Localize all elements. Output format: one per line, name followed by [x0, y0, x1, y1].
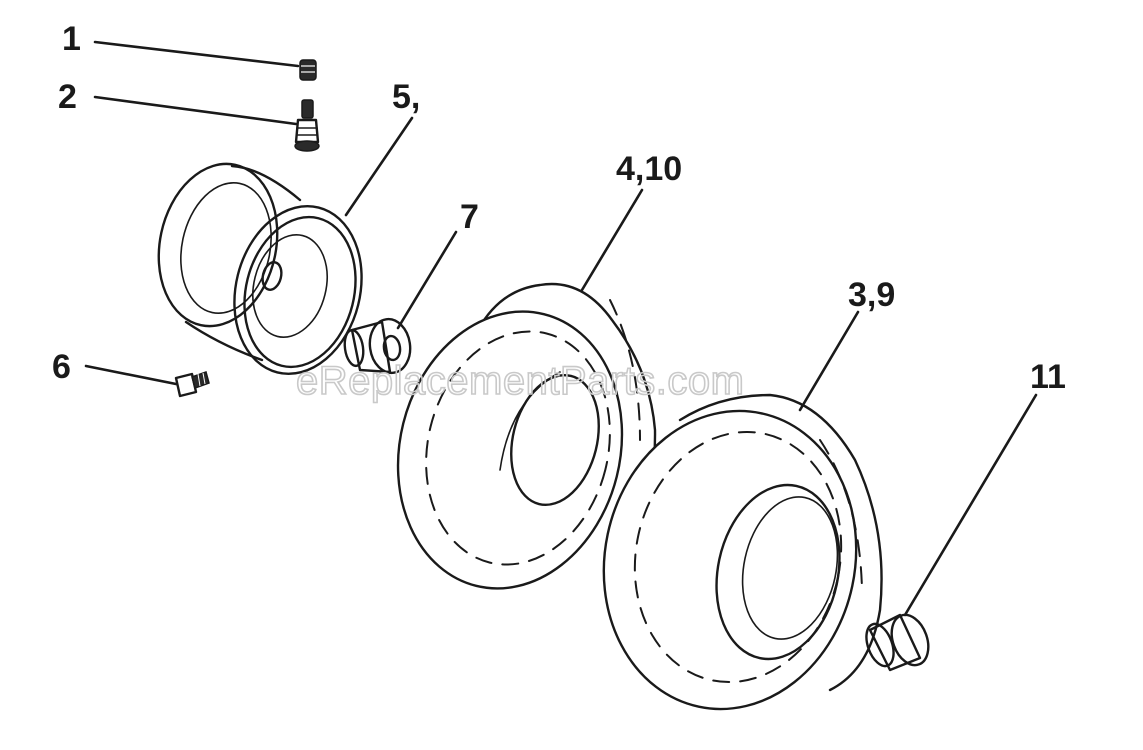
leader-line-4-10	[580, 188, 644, 292]
part-1-valve-cap	[299, 59, 317, 81]
part-4-10-tire	[396, 282, 657, 590]
leader-line-7	[396, 230, 458, 330]
leader-line-3-9	[798, 310, 860, 412]
leader-line-11	[903, 393, 1038, 617]
leader-line-1	[93, 40, 300, 68]
callout-4-10: 4,10	[616, 150, 682, 188]
watermark-text: eReplacementParts.com	[296, 359, 744, 403]
part-3-9-tire	[602, 393, 883, 711]
part-11-center-cap	[865, 613, 930, 672]
part-2-valve-stem	[294, 99, 320, 152]
callout-3-9: 3,9	[848, 276, 895, 314]
leader-line-2	[93, 95, 298, 126]
part-7-bushing	[343, 317, 412, 375]
part-6-bolt	[174, 371, 210, 398]
callout-5: 5,	[392, 78, 420, 116]
callout-11: 11	[1030, 358, 1066, 396]
leader-line-5	[344, 116, 414, 217]
leader-line-6	[84, 364, 178, 386]
callout-6: 6	[52, 348, 71, 386]
callout-1: 1	[62, 20, 81, 58]
callout-2: 2	[58, 78, 77, 116]
part-5-wheel-rim	[157, 162, 363, 376]
callout-7: 7	[460, 198, 479, 236]
